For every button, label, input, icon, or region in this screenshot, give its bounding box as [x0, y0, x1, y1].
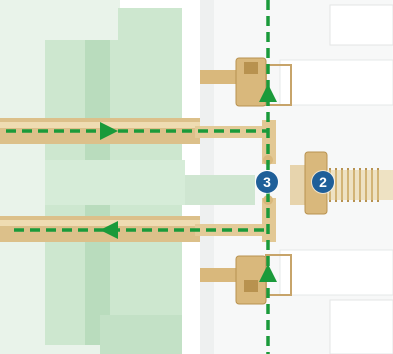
callout-badge-3: 3 — [256, 171, 278, 193]
callout-badge-2: 2 — [312, 171, 334, 193]
